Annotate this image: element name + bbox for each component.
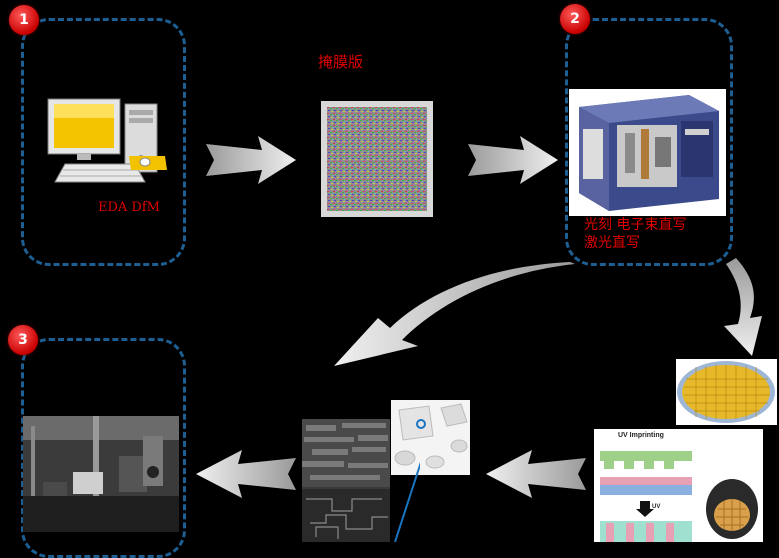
arrow-to-test-bench xyxy=(196,450,296,498)
stage-2-box xyxy=(565,18,733,266)
stage-2-badge: 2 xyxy=(560,4,590,34)
arrow-to-wafer xyxy=(724,258,762,356)
test-bench-image xyxy=(23,416,179,532)
wafer-image xyxy=(676,359,777,425)
sem-image xyxy=(302,419,390,542)
chips-image xyxy=(391,400,470,475)
mask-image xyxy=(321,101,433,217)
arrow-to-sem xyxy=(334,262,575,366)
stage-1-box xyxy=(21,18,186,266)
mask-label: 掩膜版 xyxy=(318,53,364,71)
litho-label-line-2: 激光直写 xyxy=(584,235,640,251)
pointer-line xyxy=(394,462,420,542)
eda-label: EDA DfM xyxy=(98,200,160,215)
computer-workstation-image xyxy=(45,96,170,188)
lithography-machine-image xyxy=(569,89,726,216)
arrow-to-lithography xyxy=(468,136,558,184)
litho-label-line-1: 光刻 电子束直写 xyxy=(584,217,687,233)
uv-label: UV xyxy=(652,504,661,510)
arrow-to-chips xyxy=(486,450,586,498)
uv-imprinting-image: UV Imprinting UV xyxy=(594,429,763,542)
stage-3-badge: 3 xyxy=(8,325,38,355)
arrow-to-mask xyxy=(206,136,296,184)
uv-imprinting-title: UV Imprinting xyxy=(618,432,664,439)
stage-1-badge: 1 xyxy=(9,5,39,35)
